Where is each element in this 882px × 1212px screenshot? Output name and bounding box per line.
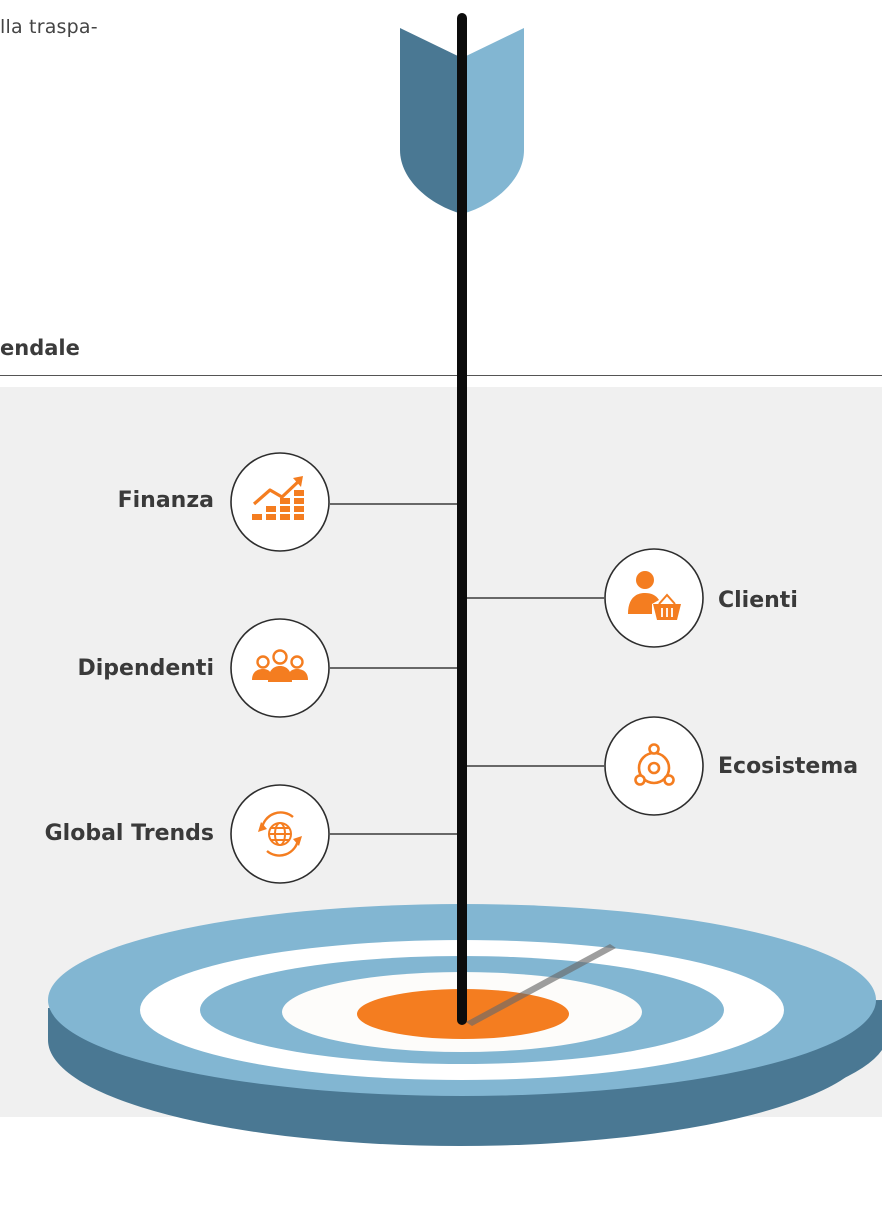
target-board [48, 904, 882, 1146]
growth-chart-icon [230, 452, 330, 552]
section-heading: endale [0, 336, 80, 360]
customer-basket-icon [604, 548, 704, 648]
category-label-finanza: Finanza [117, 488, 214, 513]
globe-refresh-icon [230, 784, 330, 884]
arrow-fletching [400, 28, 524, 214]
intro-text-fragment: lla traspa- [0, 16, 98, 38]
category-label-ecosistema: Ecosistema [718, 754, 859, 779]
arrow-shadow [466, 944, 616, 1026]
category-label-global-trends: Global Trends [44, 821, 214, 846]
connectors [330, 503, 604, 835]
section-divider [0, 375, 882, 376]
people-group-icon [230, 618, 330, 718]
category-label-dipendenti: Dipendenti [77, 656, 214, 681]
category-label-clienti: Clienti [718, 588, 798, 613]
ecosystem-orbit-icon [604, 716, 704, 816]
